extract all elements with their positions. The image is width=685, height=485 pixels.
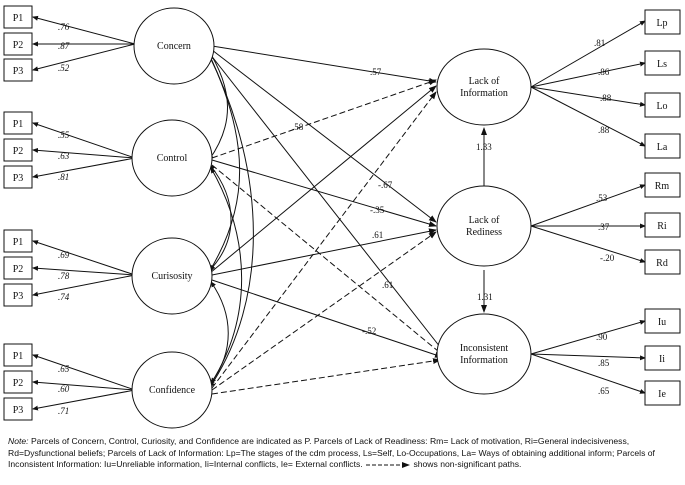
path-coef: 1.33 xyxy=(476,142,492,152)
loading-value: .76 xyxy=(58,22,70,32)
path-coef: .57 xyxy=(370,67,382,77)
loading-value: .90 xyxy=(596,332,608,342)
loading-value: .60 xyxy=(58,384,70,394)
right-loading-arrows xyxy=(530,20,646,394)
latent-control: Control xyxy=(131,119,213,197)
significant-paths xyxy=(209,45,487,358)
loading-value: .85 xyxy=(598,358,610,368)
indicator-label: P1 xyxy=(13,351,24,362)
path-coef: -.35 xyxy=(370,205,385,215)
lack-of-information-indicators: Lp Ls Lo La xyxy=(644,9,681,159)
latent-label: Information xyxy=(460,355,508,366)
left-loading-values: .76 .87 .52 .55 .63 .81 .69 .78 .74 .65 … xyxy=(58,22,70,416)
loading-value: .53 xyxy=(596,193,608,203)
loading-value: .71 xyxy=(58,406,69,416)
control-indicators: P1 P2 P3 xyxy=(3,111,33,189)
left-loading-arrows xyxy=(32,15,136,411)
loading-value: .65 xyxy=(58,364,70,374)
latent-confidence: Confidence xyxy=(131,351,213,429)
loading-value: .78 xyxy=(58,271,70,281)
indicator-label: Iu xyxy=(658,317,666,328)
loading-value: .65 xyxy=(598,386,610,396)
latent-label: Rediness xyxy=(466,227,502,238)
latent-curiosity: Curisosity xyxy=(131,237,213,315)
loading-value: -.20 xyxy=(600,253,615,263)
indicator-label: Lp xyxy=(656,18,667,29)
indicator-label: P2 xyxy=(13,264,24,275)
indicator-label: Rm xyxy=(655,181,670,192)
indicator-label: Lo xyxy=(656,101,667,112)
loading-value: .74 xyxy=(58,292,70,302)
loading-value: .55 xyxy=(58,130,70,140)
latent-label: Curisosity xyxy=(151,271,192,282)
path-coef: 1.31 xyxy=(477,292,493,302)
figure-note: Note: Parcels of Concern, Control, Curio… xyxy=(8,436,680,471)
loading-value: .86 xyxy=(598,67,610,77)
indicator-label: P2 xyxy=(13,40,24,51)
path-coef: -.67 xyxy=(378,180,393,190)
latent-lack-of-rediness: Lack of Rediness xyxy=(436,185,532,267)
latent-label: Control xyxy=(157,153,188,164)
indicator-label: P2 xyxy=(13,378,24,389)
latent-label: Lack of xyxy=(469,76,500,87)
latent-label: Concern xyxy=(157,41,191,52)
note-text: Parcels of Concern, Control, Curiosity, … xyxy=(8,436,655,469)
right-loading-values: .81 .86 .88 .88 .53 .37 -.20 .90 .85 .65 xyxy=(594,38,615,396)
indicator-label: P3 xyxy=(13,291,24,302)
path-coefficients: .57 .58 -.67 -.35 .61 .61 -.52 1.33 1.31 xyxy=(292,67,493,336)
latent-inconsistent-information: Inconsistent Information xyxy=(436,313,532,395)
sem-diagram: P1 P2 P3 P1 P2 P3 P1 P2 P3 P1 P2 P3 xyxy=(3,5,681,429)
indicator-label: P3 xyxy=(13,66,24,77)
latent-label: Lack of xyxy=(469,215,500,226)
indicator-label: Ii xyxy=(659,354,665,365)
note-lead: Note: xyxy=(8,436,29,446)
loading-value: .52 xyxy=(58,63,70,73)
indicator-label: P1 xyxy=(13,119,24,130)
dashed-arrow-icon xyxy=(366,461,411,468)
curiosity-indicators: P1 P2 P3 xyxy=(3,229,33,307)
loading-value: .81 xyxy=(594,38,605,48)
latent-label: Inconsistent xyxy=(460,343,509,354)
inconsistent-information-indicators: Iu Ii Ie xyxy=(644,308,681,406)
note-legend: shows non-significant paths. xyxy=(413,459,522,469)
loading-value: .37 xyxy=(598,222,610,232)
loading-value: .69 xyxy=(58,250,70,260)
loading-value: .88 xyxy=(598,125,610,135)
loading-value: .81 xyxy=(58,172,69,182)
indicator-label: P3 xyxy=(13,405,24,416)
path-coef: .61 xyxy=(372,230,383,240)
indicator-label: Ls xyxy=(657,59,667,70)
indicator-label: Ie xyxy=(658,389,666,400)
path-coef: -.52 xyxy=(362,326,376,336)
nonsignificant-paths xyxy=(211,79,445,395)
indicator-label: La xyxy=(657,142,668,153)
indicator-label: P1 xyxy=(13,13,24,24)
confidence-indicators: P1 P2 P3 xyxy=(3,343,33,421)
path-coef: .58 xyxy=(292,122,304,132)
indicator-label: P3 xyxy=(13,173,24,184)
loading-value: .88 xyxy=(600,93,612,103)
path-coef: .61 xyxy=(382,280,393,290)
loading-value: .87 xyxy=(58,41,70,51)
latent-lack-of-information: Lack of Information xyxy=(436,48,532,126)
indicator-label: P2 xyxy=(13,146,24,157)
indicator-label: Ri xyxy=(657,221,667,232)
concern-indicators: P1 P2 P3 xyxy=(3,5,33,82)
indicator-label: P1 xyxy=(13,237,24,248)
indicator-label: Rd xyxy=(656,258,668,269)
loading-value: .63 xyxy=(58,151,70,161)
latent-label: Information xyxy=(460,88,508,99)
covariance-arcs xyxy=(206,47,254,388)
latent-label: Confidence xyxy=(149,385,196,396)
lack-of-rediness-indicators: Rm Ri Rd xyxy=(644,172,681,275)
latent-concern: Concern xyxy=(133,7,215,85)
